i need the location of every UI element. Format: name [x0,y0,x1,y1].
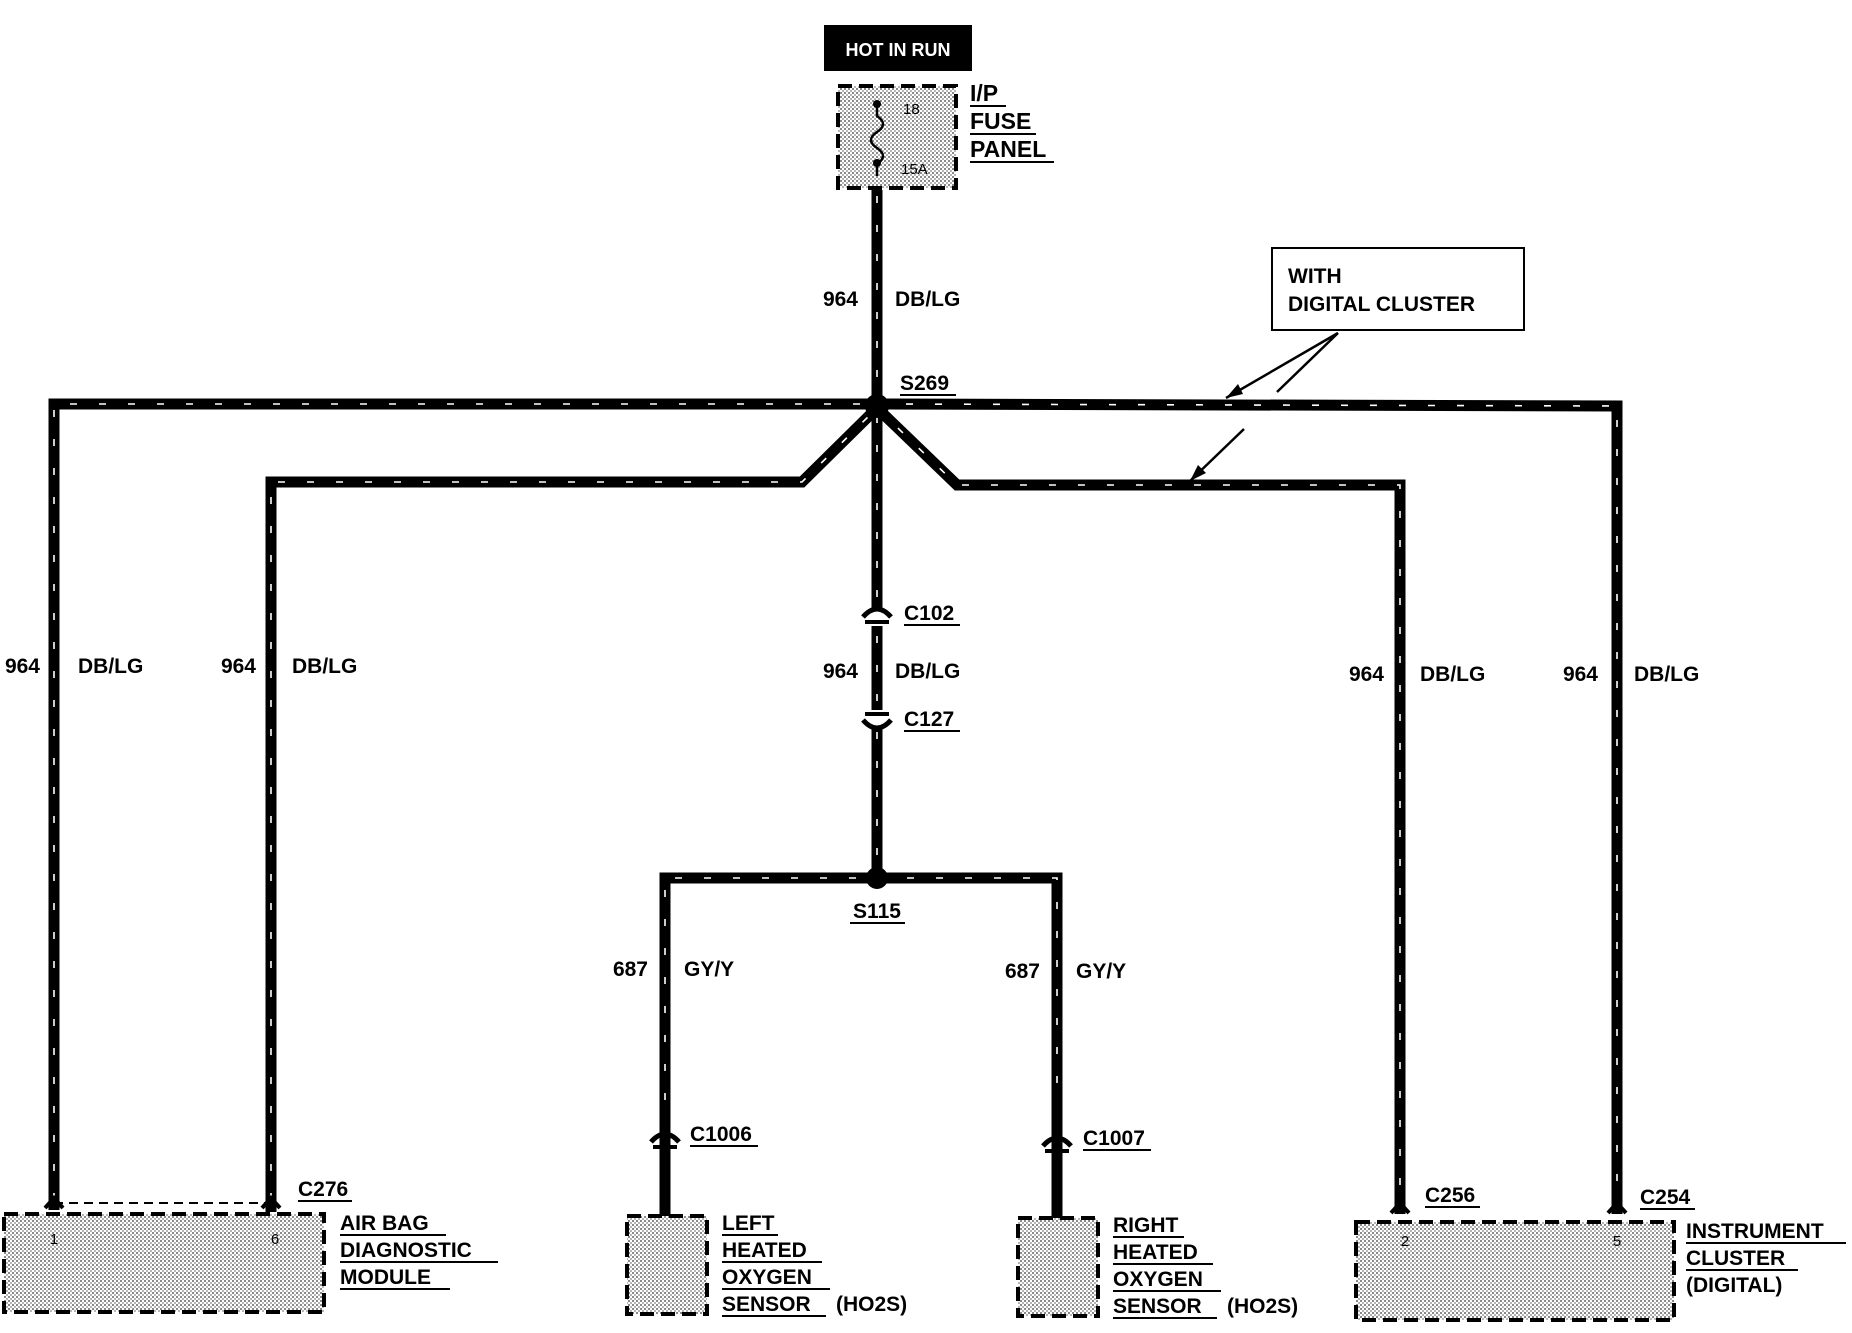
fuse-panel-name-line-1: I/P [970,80,998,106]
splice-s115-label: S115 [853,900,901,923]
connector-c1007-label: C1007 [1083,1127,1145,1150]
splice-s269-label: S269 [900,372,949,395]
connector-c1006: C1006 [649,1123,758,1149]
cluster-name-line-1: INSTRUMENT [1686,1220,1824,1243]
right-o2-name-line-1: RIGHT [1113,1214,1179,1237]
right-o2-name-line-4: SENSOR [1113,1295,1202,1318]
fuse-panel-name-line-3: PANEL [970,136,1046,162]
note-leader-2 [1276,332,1339,393]
instrument-cluster-digital: 2 5 C256 C254 INSTRUMENT CLUSTER (DIGITA… [1354,1184,1846,1322]
wire-o2-right-circuit: 687 [1005,960,1040,983]
wire-right-color: DB/LG [1420,663,1485,686]
wire-left [265,404,881,1212]
airbag-name-line-1: AIR BAG [340,1212,429,1235]
cluster-pin-2: 2 [1401,1233,1409,1250]
right-o2-name-line-3: OXYGEN [1113,1268,1203,1291]
airbag-module-box [2,1212,326,1314]
left-o2-suffix: (HO2S) [836,1293,907,1316]
wire-right-circuit: 964 [1349,663,1384,686]
left-o2-sensor-box [625,1214,709,1316]
wire-far-left-circuit: 964 [5,655,40,678]
wire-o2-right-color: GY/Y [1076,960,1126,983]
connector-c254-label: C254 [1640,1186,1691,1209]
airbag-pin-6: 6 [271,1231,279,1248]
connector-c1007: C1007 [1041,1127,1151,1153]
connector-c256-label: C256 [1425,1184,1475,1207]
wire-far-left [48,398,877,1210]
note-line-1: WITH [1288,265,1342,288]
wire-feed-circuit: 964 [823,288,858,311]
left-o2-name-line-3: OXYGEN [722,1266,812,1289]
fuse-terminal-top [873,100,881,108]
wire-feed-color: DB/LG [895,288,960,311]
note-line-2: DIGITAL CLUSTER [1288,293,1475,316]
connector-c102-label: C102 [904,602,954,625]
fuse-panel: 18 15A I/P FUSE PANEL [836,80,1054,190]
splice-s269: S269 [865,372,956,418]
wire-o2-left-circuit: 687 [613,958,648,981]
wire-center-color: DB/LG [895,660,960,683]
cluster-pin-2-terminal [1389,1200,1411,1215]
wire-center-circuit: 964 [823,660,858,683]
wire-right [873,404,1406,1214]
power-source-label: HOT IN RUN [846,40,951,60]
connector-c276-label: C276 [298,1178,348,1201]
wire-left-color: DB/LG [292,655,357,678]
airbag-pin-1: 1 [50,1231,58,1248]
connector-c127-label: C127 [904,708,954,731]
right-o2-sensor-box [1016,1216,1100,1318]
wire-o2-bus [659,872,1063,1218]
airbag-name-line-2: DIAGNOSTIC [340,1239,472,1262]
note-box-digital-cluster: WITH DIGITAL CLUSTER [1189,247,1525,482]
airbag-pin-1-terminal [43,1195,65,1210]
cluster-pin-5: 5 [1613,1233,1621,1250]
instrument-cluster-box [1354,1220,1676,1322]
fuse-panel-box [836,84,958,190]
fuse-number: 18 [903,101,920,118]
fuse-panel-name-line-2: FUSE [970,108,1031,134]
cluster-name-line-2: CLUSTER [1686,1247,1785,1270]
wire-harness [48,190,1623,1218]
wire-far-right-color: DB/LG [1634,663,1699,686]
fuse-terminal-bottom [873,159,881,167]
airbag-pin-6-terminal [260,1195,282,1210]
airbag-diagnostic-module: 1 6 C276 AIR BAG DIAGNOSTIC MODULE [2,1178,498,1314]
cluster-pin-5-terminal [1606,1200,1628,1215]
airbag-name-line-3: MODULE [340,1266,431,1289]
power-source-tag: HOT IN RUN [824,25,972,71]
right-o2-name-line-2: HEATED [1113,1241,1198,1264]
left-heated-oxygen-sensor: LEFT HEATED OXYGEN SENSOR (HO2S) [625,1212,907,1317]
fuse-rating: 15A [901,161,928,178]
note-leader-1 [1225,331,1339,400]
wire-far-right [876,398,1623,1214]
left-o2-name-line-4: SENSOR [722,1293,811,1316]
splice-s115: S115 [850,867,905,924]
note-arrowhead-2 [1190,465,1206,481]
left-o2-name-line-2: HEATED [722,1239,807,1262]
right-o2-suffix: (HO2S) [1227,1295,1298,1318]
note-arrowhead-1 [1226,384,1243,398]
wire-far-right-circuit: 964 [1563,663,1598,686]
right-heated-oxygen-sensor: RIGHT HEATED OXYGEN SENSOR (HO2S) [1016,1214,1298,1319]
wire-o2-left-color: GY/Y [684,958,734,981]
wire-left-circuit: 964 [221,655,256,678]
left-o2-name-line-1: LEFT [722,1212,775,1235]
cluster-name-line-3: (DIGITAL) [1686,1274,1782,1297]
connector-c102: C102 [861,602,960,626]
connector-c127: C127 [861,708,960,732]
connector-c1006-label: C1006 [690,1123,752,1146]
fuse-icon [869,104,885,176]
wire-far-left-color: DB/LG [78,655,143,678]
